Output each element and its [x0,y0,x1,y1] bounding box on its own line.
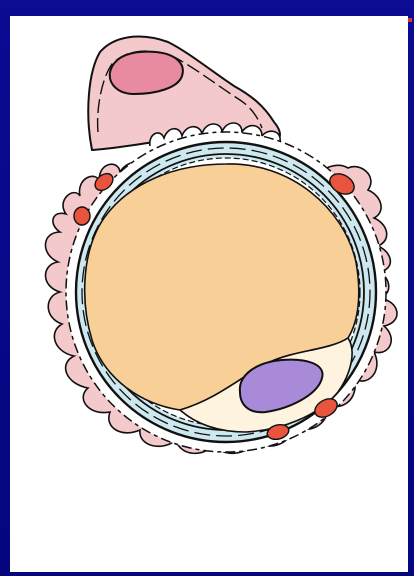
red-dot-2 [74,207,90,225]
